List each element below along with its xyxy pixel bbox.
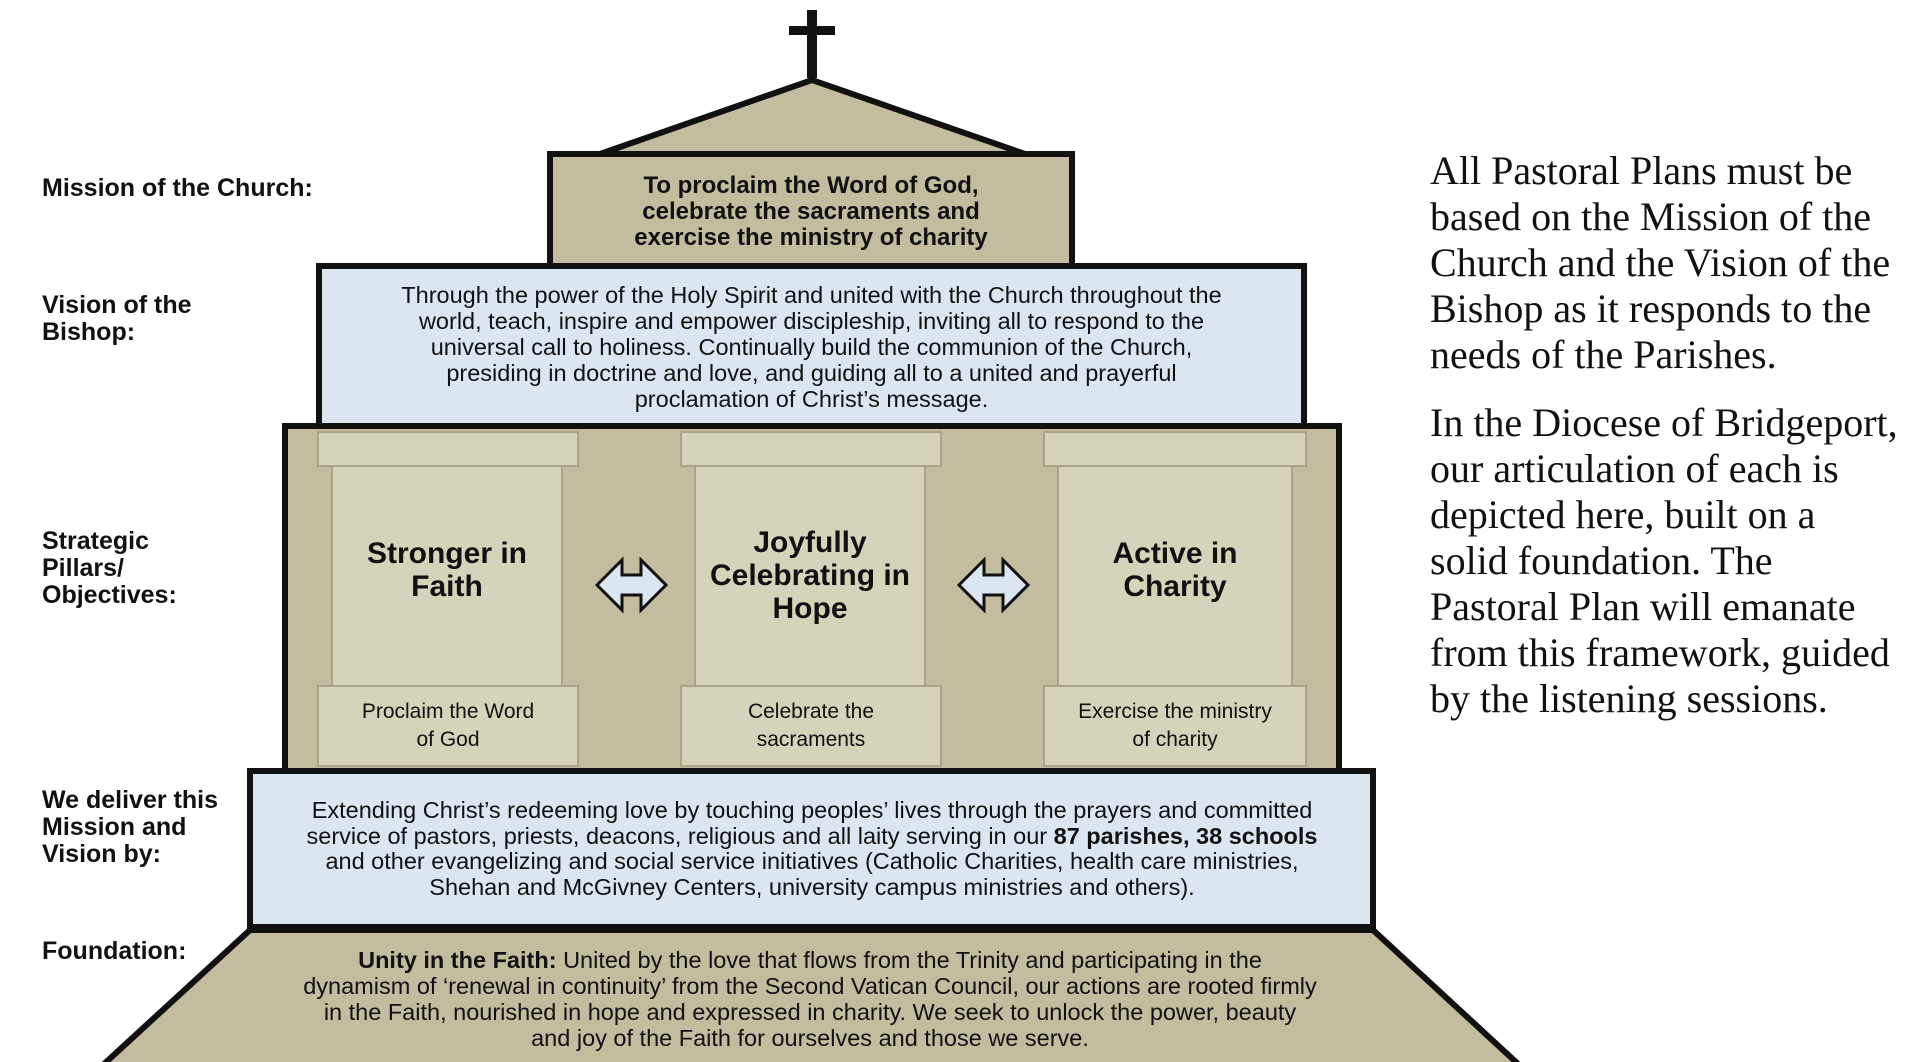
deliver-text-after: and other evangelizing and social servic… [325,848,1299,900]
cross-icon [789,10,835,78]
pillar-subtitle-hope: Celebrate the sacraments [747,700,875,751]
pillar-title-faith: Stronger in Faith [366,537,527,603]
explanation-paragraph-1: All Pastoral Plans must be based on the … [1430,148,1891,377]
deliver-text-bold: 87 parishes, 38 schools [1053,822,1318,849]
label-foundation: Foundation: [42,937,187,965]
roof [599,76,1026,157]
mission-box [547,151,1075,269]
pillar-3-shape [1043,431,1307,767]
pillar-title-hope: Joyfully Celebrating in Hope [709,525,911,625]
deliver-text-before: Extending Christ’s redeeming love by tou… [306,797,1313,849]
label-vision: Vision of the Bishop: [42,291,192,346]
pillar-subtitle-faith: Proclaim the Word of God [361,700,535,751]
vision-text: Through the power of the Holy Spirit and… [401,282,1222,412]
foundation-text: Unity in the Faith: United by the love t… [302,940,1318,1058]
label-pillars: Strategic Pillars/ Objectives: [42,527,177,609]
pillar-title-charity: Active in Charity [1112,537,1238,603]
pillar-subtitle-charity: Exercise the ministry of charity [1078,700,1272,751]
deliver-text: Extending Christ’s redeeming love by tou… [298,779,1326,919]
label-mission: Mission of the Church: [42,174,313,202]
mission-text: To proclaim the Word of God, celebrate t… [634,172,988,251]
double-arrow-icon [956,556,1031,614]
double-arrow-icon [594,556,669,614]
explanation-text: All Pastoral Plans must be based on the … [1430,148,1900,744]
pillar-2-shape [680,431,942,767]
foundation-text-bold: Unity in the Faith: [358,947,557,973]
foundation-shape [101,927,1521,1062]
explanation-paragraph-2: In the Diocese of Bridgeport, our articu… [1430,400,1898,721]
label-deliver: We deliver this Mission and Vision by: [42,786,218,868]
foundation-text-body: United by the love that flows from the T… [303,947,1317,1051]
pillar-1-shape [317,431,579,767]
